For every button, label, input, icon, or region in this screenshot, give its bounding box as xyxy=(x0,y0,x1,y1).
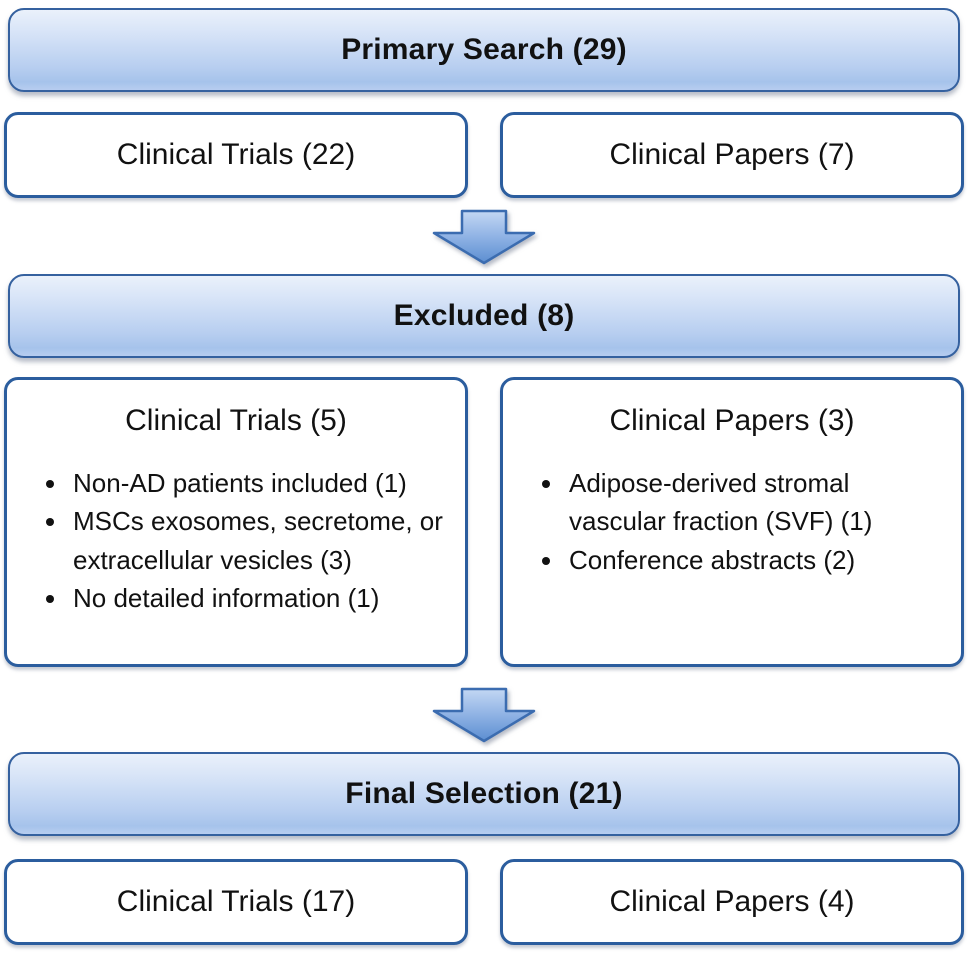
list-item: Conference abstracts (2) xyxy=(565,541,943,579)
excluded-clinical-papers-title: Clinical Papers (3) xyxy=(609,404,855,437)
primary-clinical-papers-label: Clinical Papers (7) xyxy=(609,138,855,171)
excluded-header: Excluded (8) xyxy=(8,274,960,358)
excluded-clinical-trials-list: Non-AD patients included (1) MSCs exosom… xyxy=(7,464,465,618)
primary-clinical-trials-label: Clinical Trials (22) xyxy=(116,138,356,171)
excluded-details-row: Clinical Trials (5) Non-AD patients incl… xyxy=(4,377,964,667)
list-item: MSCs exosomes, secretome, or extracellul… xyxy=(69,502,447,579)
final-selection-header: Final Selection (21) xyxy=(8,752,960,836)
excluded-clinical-papers-list: Adipose-derived stromal vascular fractio… xyxy=(503,464,961,579)
down-arrow-icon xyxy=(432,687,536,743)
primary-results-row: Clinical Trials (22) Clinical Papers (7) xyxy=(4,112,964,198)
final-selection-title: Final Selection (21) xyxy=(345,777,623,810)
final-results-row: Clinical Trials (17) Clinical Papers (4) xyxy=(4,859,964,945)
primary-search-header: Primary Search (29) xyxy=(8,8,960,92)
list-item: Non-AD patients included (1) xyxy=(69,464,447,502)
arrow-2-container xyxy=(431,687,537,743)
excluded-clinical-trials-title: Clinical Trials (5) xyxy=(125,404,347,437)
primary-clinical-papers-box: Clinical Papers (7) xyxy=(500,112,964,198)
excluded-clinical-trials-box: Clinical Trials (5) Non-AD patients incl… xyxy=(4,377,468,667)
final-clinical-papers-label: Clinical Papers (4) xyxy=(609,885,855,918)
primary-search-title: Primary Search (29) xyxy=(341,33,627,66)
final-clinical-trials-box: Clinical Trials (17) xyxy=(4,859,468,945)
primary-clinical-trials-box: Clinical Trials (22) xyxy=(4,112,468,198)
excluded-clinical-papers-box: Clinical Papers (3) Adipose-derived stro… xyxy=(500,377,964,667)
down-arrow-icon xyxy=(432,209,536,265)
final-clinical-trials-label: Clinical Trials (17) xyxy=(116,885,356,918)
final-clinical-papers-box: Clinical Papers (4) xyxy=(500,859,964,945)
excluded-title: Excluded (8) xyxy=(393,299,575,332)
list-item: Adipose-derived stromal vascular fractio… xyxy=(565,464,943,541)
list-item: No detailed information (1) xyxy=(69,579,447,617)
arrow-1-container xyxy=(431,209,537,265)
